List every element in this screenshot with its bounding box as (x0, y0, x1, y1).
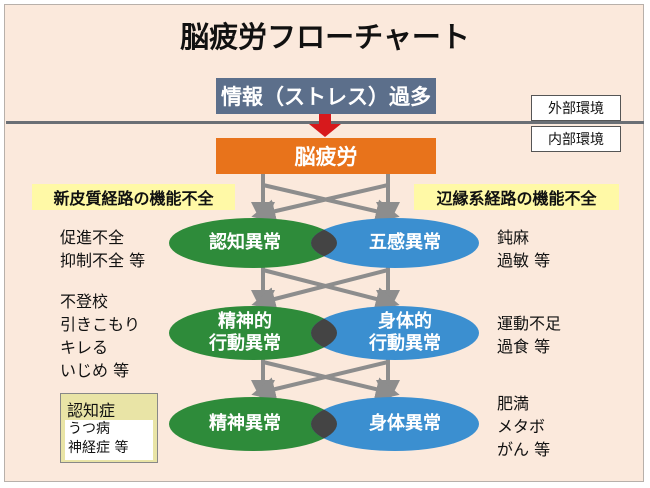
limbic-pathway-label: 辺縁系経路の機能不全 (414, 184, 619, 210)
ellipse-mental-behavior (169, 306, 337, 360)
right-note-physical: 肥満 メタボ がん 等 (497, 394, 551, 459)
left-note-cognitive: 促進不全 抑制不全 等 (60, 228, 146, 270)
ellipse-physical (311, 397, 479, 451)
ellipse-mental (169, 397, 337, 451)
physical-abnormality-label: 身体異常 (369, 413, 441, 434)
external-environment-label: 外部環境 (531, 95, 621, 121)
information-overload-box: 情報（ストレス）過多 (216, 78, 436, 114)
ellipse-senses (311, 218, 479, 268)
physical-behavior-label: 身体的 行動異常 (369, 311, 441, 354)
mental-abnormality-label: 精神異常 (209, 413, 281, 434)
dementia-items: うつ病 神経症 等 (65, 420, 153, 460)
arrow-r2-cross-2 (251, 360, 389, 401)
right-note-behavior: 運動不足 過食 等 (497, 314, 562, 356)
internal-environment-label: 内部環境 (531, 126, 621, 152)
ellipse-cognitive (169, 218, 337, 268)
arrow-fatigue-cross-2 (251, 183, 389, 223)
brain-fatigue-box: 脳疲労 (216, 138, 436, 174)
mental-behavior-label: 精神的 行動異常 (209, 311, 281, 354)
ellipse-physical-behavior (311, 306, 479, 360)
sensory-abnormality-label: 五感異常 (369, 232, 441, 253)
dementia-title: 認知症 (67, 401, 116, 420)
cognitive-abnormality-label: 認知異常 (209, 232, 281, 253)
page-title: 脳疲労フローチャート (180, 20, 470, 54)
left-note-behavior: 不登校 引きこもり キレる いじめ 等 (60, 292, 141, 380)
arrow-r1-cross-2 (251, 268, 389, 311)
right-note-senses: 鈍麻 過敏 等 (497, 228, 551, 270)
dementia-box: 認知症 うつ病 神経症 等 (60, 393, 158, 463)
red-arrow-shaft (319, 114, 331, 126)
neocortex-pathway-label: 新皮質経路の機能不全 (32, 184, 235, 210)
red-arrow-head (309, 124, 341, 137)
